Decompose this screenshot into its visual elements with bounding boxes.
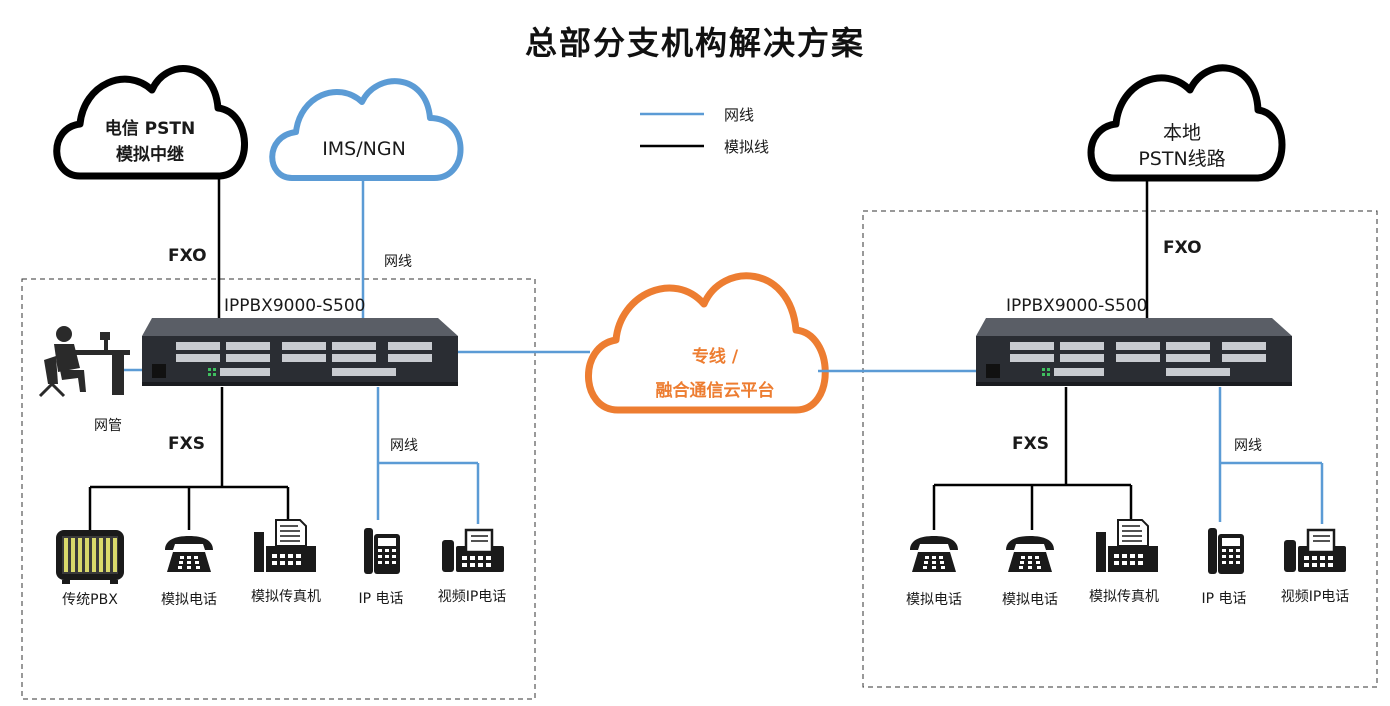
br-endpoint-phone2-label: 模拟电话 xyxy=(1002,592,1058,608)
br-device-label: IPPBX9000-S500 xyxy=(1006,296,1148,316)
hq-ip-phone-icon xyxy=(364,528,400,574)
pstn-left-cloud xyxy=(53,65,248,180)
hq-ip-link-label: 网线 xyxy=(390,438,418,454)
pstn-left-cloud-label: 电信 PSTN 模拟中继 xyxy=(90,116,210,168)
br-fxs-label: FXS xyxy=(1012,434,1049,454)
br-endpoint-phone1-label: 模拟电话 xyxy=(906,592,962,608)
legend-analog-label: 模拟线 xyxy=(724,138,770,156)
hq-ip-tree xyxy=(376,387,480,524)
br-fax-icon xyxy=(1095,519,1159,573)
hq-pbx-icon xyxy=(56,530,124,584)
hq-analog-phone-icon xyxy=(165,536,213,572)
branch-boundary xyxy=(862,210,1378,688)
br-analog-phone-2-icon xyxy=(1006,536,1054,572)
br-endpoint-ipphone-label: IP 电话 xyxy=(1201,591,1247,607)
center-line2: 融合通信云平台 xyxy=(655,381,775,401)
br-ippbx-device xyxy=(976,318,1292,386)
pstn-left-line1: 电信 PSTN xyxy=(104,119,196,139)
br-ip-link-label: 网线 xyxy=(1234,438,1262,454)
hq-ippbx-device xyxy=(142,318,458,386)
pstn-right-cloud-label: 本地 PSTN线路 xyxy=(1118,120,1246,172)
br-analog-phone-1-icon xyxy=(910,536,958,572)
center-cloud xyxy=(585,272,829,414)
br-fxs-tree xyxy=(932,387,1133,530)
br-ip-phone-icon xyxy=(1208,528,1244,574)
ims-cloud xyxy=(269,78,464,181)
hq-endpoint-ipphone-label: IP 电话 xyxy=(358,591,404,607)
diagram-title: 总部分支机构解决方案 xyxy=(524,24,865,62)
hq-endpoint-fax-label: 模拟传真机 xyxy=(251,589,321,605)
br-video-phone-icon xyxy=(1282,528,1348,574)
hq-ims-link-label: 网线 xyxy=(384,254,412,270)
hq-fxo-label: FXO xyxy=(168,246,207,266)
pstn-left-line2: 模拟中继 xyxy=(116,145,184,165)
pstn-right-line2: PSTN线路 xyxy=(1138,148,1226,170)
legend-network-label: 网线 xyxy=(724,106,755,124)
ims-cloud-label: IMS/NGN xyxy=(322,138,406,160)
hq-fxs-tree xyxy=(88,387,290,530)
center-cloud-label: 专线 / 融合通信云平台 xyxy=(630,340,800,408)
hq-fax-icon xyxy=(253,519,317,573)
hq-endpoint-phone-label: 模拟电话 xyxy=(161,592,217,608)
br-fxo-label: FXO xyxy=(1163,238,1202,258)
br-endpoint-fax-label: 模拟传真机 xyxy=(1089,589,1159,605)
hq-endpoint-pbx-label: 传统PBX xyxy=(62,592,118,608)
hq-admin-label: 网管 xyxy=(94,418,122,434)
hq-endpoint-videophone-label: 视频IP电话 xyxy=(437,589,507,605)
hq-device-label: IPPBX9000-S500 xyxy=(224,296,366,316)
hq-fxs-label: FXS xyxy=(168,434,205,454)
admin-workstation-icon xyxy=(38,326,130,398)
br-ip-tree xyxy=(1218,387,1324,524)
pstn-right-cloud xyxy=(1087,64,1286,182)
br-endpoint-videophone-label: 视频IP电话 xyxy=(1280,589,1350,605)
headquarters-boundary xyxy=(21,278,536,700)
hq-video-phone-icon xyxy=(440,528,506,574)
center-line1: 专线 / xyxy=(691,347,739,367)
pstn-right-line1: 本地 xyxy=(1162,122,1201,144)
